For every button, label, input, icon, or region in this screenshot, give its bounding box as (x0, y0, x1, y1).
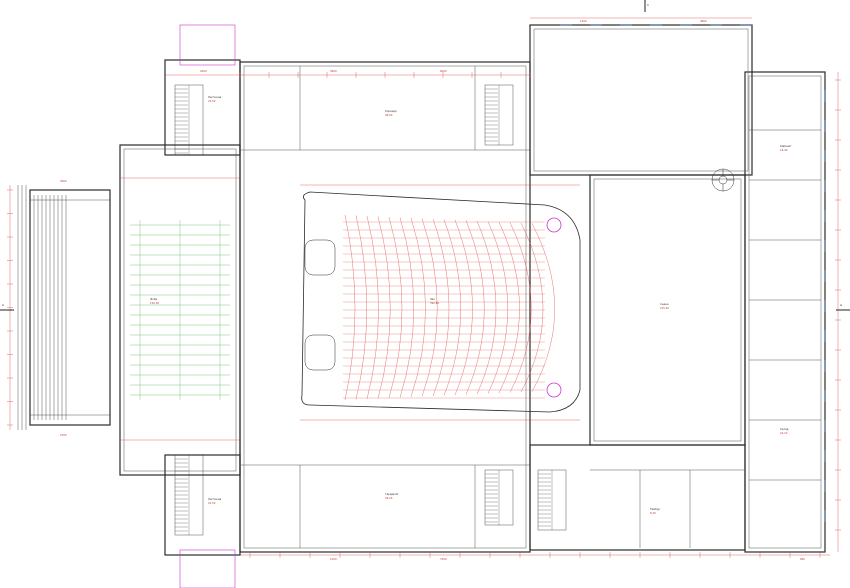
room-area: 215,40 (660, 306, 669, 310)
auditorium (301, 191, 581, 413)
seating-columns (343, 221, 545, 399)
dimension-text: 4800 (700, 19, 707, 23)
seating-row (498, 221, 520, 394)
dimension-text: 7200 (440, 557, 447, 561)
seating-row (454, 219, 473, 396)
seating-row (410, 217, 426, 398)
seating-row (531, 223, 555, 392)
room-label: Зал (430, 297, 435, 301)
seating-row (366, 215, 379, 400)
seating-rows (344, 214, 555, 401)
seating-row (465, 220, 485, 395)
seating-row (509, 222, 532, 393)
column-marker (546, 217, 562, 233)
room-area: 392,80 (430, 301, 439, 305)
room-label: Тамбур (650, 507, 660, 511)
foyer-hatching (130, 220, 230, 400)
room-label: Коридор (385, 109, 397, 113)
seating-row (487, 221, 508, 394)
stair-treads (175, 85, 553, 535)
seating-row (476, 220, 497, 395)
room-label: Склад (780, 427, 789, 431)
dimension-text: 3000 (60, 179, 67, 183)
spiral-stair (711, 168, 735, 192)
column-marker (546, 382, 562, 398)
seating-row (421, 218, 438, 397)
section-mark-left: A (2, 303, 5, 307)
dimension-text: 6000 (440, 69, 447, 73)
room-label: Кабинет (780, 144, 792, 148)
dimension-text: 900 (800, 557, 805, 561)
room-area: 48,60 (385, 113, 393, 117)
entrance-steps (17, 185, 110, 430)
side-box-lower (304, 334, 336, 371)
building-walls (29, 24, 826, 556)
room-area: 24,10 (780, 431, 788, 435)
room-labels: Фойе 120,30 Зал 392,80 Сцена 215,40 Лест… (150, 95, 792, 515)
room-area: 8,20 (650, 511, 656, 515)
seating-row (377, 216, 391, 399)
room-area: 18,40 (780, 148, 788, 152)
room-area: 22,50 (208, 99, 216, 103)
room-label: Гардероб (385, 492, 398, 496)
seating-row (520, 222, 544, 393)
side-box-upper (304, 239, 336, 276)
room-area: 120,30 (150, 301, 159, 305)
room-label: Фойе (150, 297, 158, 301)
seating-row (443, 219, 461, 396)
room-area: 22,50 (208, 501, 216, 505)
window-marks (560, 24, 826, 522)
room-label: Лестница (208, 95, 222, 99)
room-label: Лестница (208, 497, 222, 501)
room-label: Сцена (660, 302, 669, 306)
seating-row (399, 217, 414, 398)
dimension-text: 2400 (200, 69, 207, 73)
seating-row (344, 214, 356, 401)
dimension-lines (7, 17, 841, 558)
section-mark-right: A (840, 303, 843, 307)
room-area: 36,20 (385, 496, 393, 500)
dimension-text: 1500 (330, 557, 337, 561)
dimension-texts: 2400 3600 6000 1200 4800 3000 2700 1500 … (60, 19, 805, 561)
dimension-text: 3600 (330, 69, 337, 73)
seating-row (388, 216, 403, 399)
dimension-text: 2700 (60, 433, 67, 437)
inner-walls (123, 28, 822, 549)
seating-row (355, 215, 367, 400)
seating-row (432, 218, 450, 397)
dimension-text: 1200 (580, 19, 587, 23)
section-mark-top: 1 (647, 3, 649, 7)
